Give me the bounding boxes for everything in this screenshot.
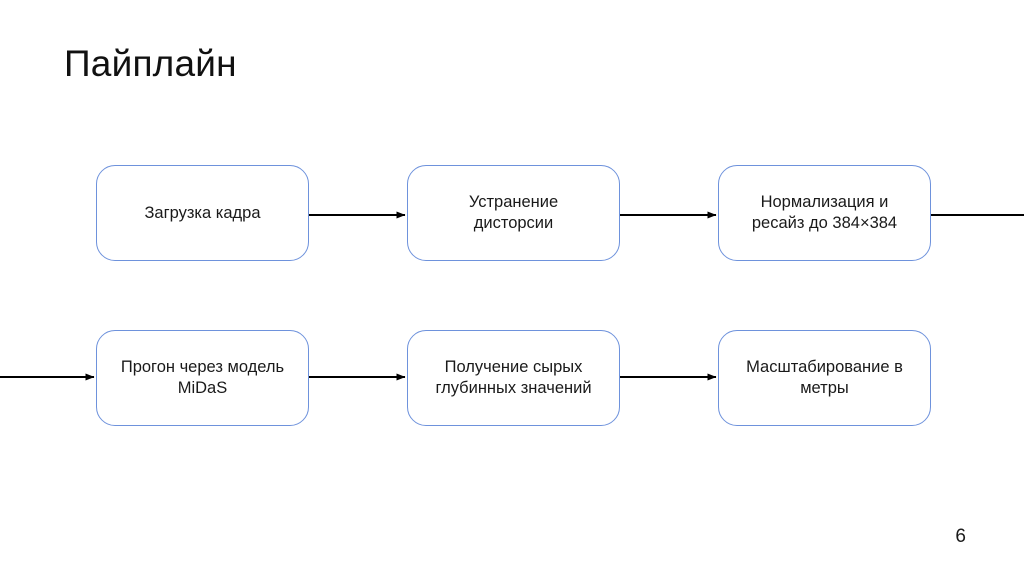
flow-node-raw-depth[interactable]: Получение сырых глубинных значений [407, 330, 620, 426]
flow-node-label: Устранение дисторсии [468, 193, 559, 232]
flow-node-normalize-resize[interactable]: Нормализация и ресайз до 384×384 [718, 165, 931, 261]
flow-node-label: Прогон через модель MiDaS [120, 358, 285, 397]
flow-node-load-frame[interactable]: Загрузка кадра [96, 165, 309, 261]
flow-node-label: Получение сырых глубинных значений [435, 358, 592, 397]
page-title: Пайплайн [64, 43, 237, 84]
flow-node-midas-inference[interactable]: Прогон через модель MiDaS [96, 330, 309, 426]
flow-node-undistort[interactable]: Устранение дисторсии [407, 165, 620, 261]
flow-node-scale-to-meters[interactable]: Масштабирование в метры [718, 330, 931, 426]
flow-node-label: Масштабирование в метры [746, 358, 903, 397]
page-number: 6 [955, 526, 966, 547]
flow-node-label: Загрузка кадра [144, 203, 261, 222]
flow-node-label: Нормализация и ресайз до 384×384 [751, 193, 898, 232]
